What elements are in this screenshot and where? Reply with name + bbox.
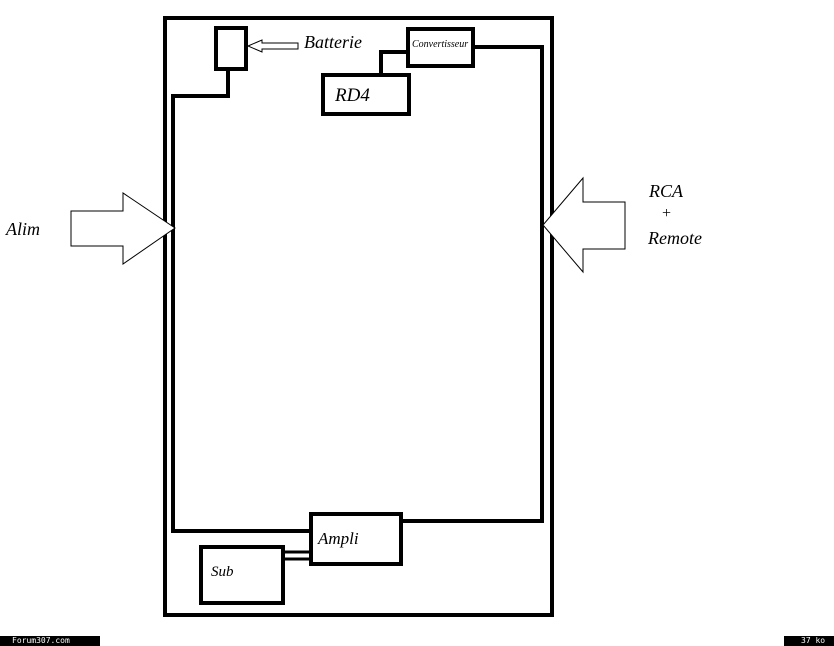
outer-frame	[163, 16, 554, 617]
rca-label: RCA	[649, 181, 683, 201]
battery-pointer-arrow	[246, 39, 299, 53]
alim-arrow	[70, 192, 176, 265]
rca-remote-arrow	[542, 176, 626, 274]
ampli-box	[309, 512, 403, 566]
battery-box	[214, 26, 248, 71]
sub-label: Sub	[211, 564, 234, 580]
ampli-label: Ampli	[318, 529, 359, 548]
wire-battery-left	[171, 69, 310, 533]
footer-site-tag: Forum307.com	[0, 636, 100, 646]
batterie-label: Batterie	[304, 32, 362, 52]
rd4-box	[321, 73, 411, 116]
remote-label: Remote	[648, 228, 702, 248]
convertisseur-label: Convertisseur	[412, 39, 469, 50]
wire-rd4-convertisseur	[379, 50, 408, 75]
wire-convertisseur-right	[401, 45, 544, 523]
alim-label: Alim	[6, 219, 40, 239]
rd4-label: RD4	[335, 85, 370, 106]
plus-label: +	[662, 205, 672, 222]
sub-box	[199, 545, 285, 605]
footer-size-tag: 37 ko	[784, 636, 834, 646]
